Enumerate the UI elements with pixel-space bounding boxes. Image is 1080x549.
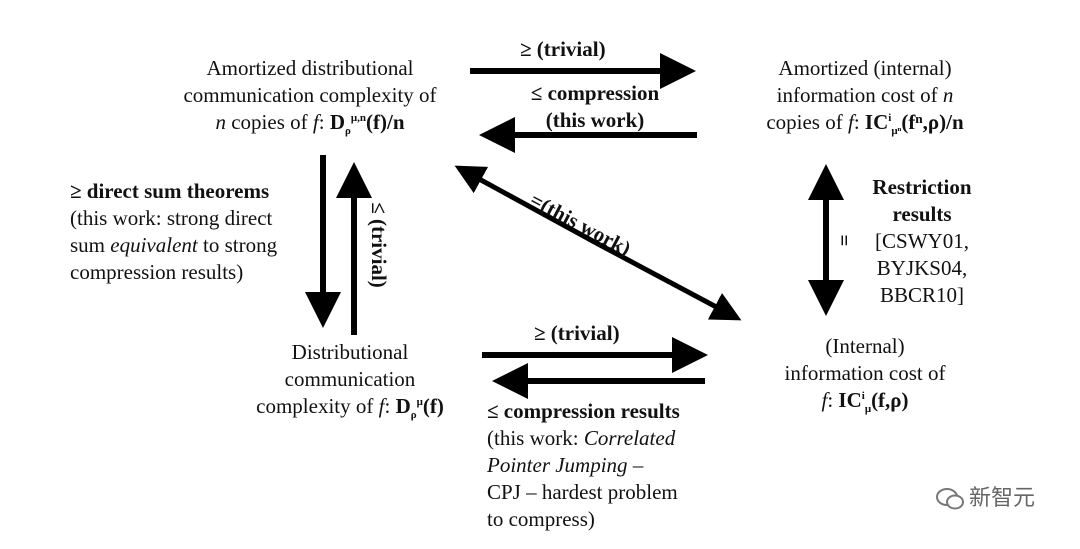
text: :	[853, 110, 865, 134]
label-line: (this work)	[545, 108, 645, 132]
sup-mu: μ	[416, 396, 423, 408]
node-line: f: ICiμ(f,ρ)	[760, 387, 970, 416]
formula: Dρμ(f)	[395, 394, 444, 422]
label-left-trivial: ≤ (trivial)	[367, 202, 391, 288]
wechat-icon	[936, 488, 964, 510]
text-italic: equivalent	[110, 233, 198, 257]
node-line: complexity of f: Dρμ(f)	[230, 393, 470, 422]
arrow-diagonal-down	[598, 242, 742, 321]
var-f: f	[378, 394, 385, 418]
label-line: sum equivalent to strong	[70, 232, 320, 259]
var-f: f	[847, 110, 854, 134]
label-line: to compress)	[487, 507, 595, 531]
text: –	[627, 453, 644, 477]
label-restriction: Restriction results [CSWY01, BYJKS04, BB…	[862, 174, 982, 309]
label-top-trivial: ≥ (trivial)	[520, 37, 606, 61]
formula-tail: (f)/n	[366, 110, 405, 134]
label-line: [CSWY01,	[875, 229, 969, 253]
node-amortized-information: Amortized (internal) information cost of…	[740, 55, 990, 138]
watermark-text: 新智元	[969, 486, 1036, 511]
label-line: (this work: Correlated	[487, 425, 727, 452]
label-bottom-compression: ≤ compression results (this work: Correl…	[487, 398, 727, 533]
symbol-IC: IC	[838, 388, 862, 412]
sup-i: i	[888, 112, 892, 124]
label-line: (this work: strong direct	[70, 206, 273, 230]
text: copies of	[766, 110, 848, 134]
text: :	[384, 394, 396, 418]
node-line: information cost of n	[740, 82, 990, 109]
symbol-D: D	[395, 394, 411, 418]
formula-tail: (fⁿ,ρ)/n	[901, 110, 964, 134]
formula: ICiμ(f,ρ)	[838, 388, 909, 416]
node-line: Amortized (internal)	[778, 56, 952, 80]
formula-tail: (f)	[422, 394, 444, 418]
label-bottom-trivial: ≥ (trivial)	[534, 321, 620, 345]
node-line: communication	[284, 367, 416, 391]
text: to strong	[197, 233, 278, 257]
var-f: f	[821, 388, 828, 412]
var-f: f	[312, 110, 319, 134]
node-line: copies of f: ICiμⁿ(fⁿ,ρ)/n	[740, 109, 990, 138]
node-amortized-distributional: Amortized distributional communication c…	[160, 55, 460, 138]
label-line: BYJKS04,	[876, 256, 968, 280]
node-line: communication complexity of	[183, 83, 437, 107]
node-distributional: Distributional communication complexity …	[230, 339, 470, 422]
text: complexity of	[256, 394, 379, 418]
label-right-equals: =	[832, 234, 857, 247]
text-italic: Pointer Jumping	[487, 453, 628, 477]
label-line: ≥ direct sum theorems	[70, 179, 270, 203]
var-n: n	[215, 110, 226, 134]
label-line: ≤ compression	[530, 81, 660, 105]
sub-rho: ρ	[410, 409, 417, 422]
symbol-IC: IC	[864, 110, 889, 134]
text: information cost of	[776, 83, 943, 107]
text: (this work:	[487, 426, 584, 450]
sup-mu-n: μ,n	[350, 112, 366, 124]
arrow-diagonal-up	[454, 165, 602, 248]
node-line: information cost of	[784, 361, 946, 385]
text: copies of	[225, 110, 313, 134]
sup-i: i	[861, 390, 865, 402]
label-line: Restriction	[872, 175, 972, 199]
label-line: ≤ compression results	[487, 399, 680, 423]
text: sum	[70, 233, 111, 257]
node-internal-information: (Internal) information cost of f: ICiμ(f…	[760, 333, 970, 416]
sub-mu: μ	[864, 403, 872, 416]
text-italic: Correlated	[583, 426, 676, 450]
node-line: Amortized distributional	[206, 56, 414, 80]
formula-tail: (f,ρ)	[871, 388, 909, 412]
sub-rho: ρ	[345, 125, 351, 138]
watermark: 新智元	[935, 480, 1035, 512]
node-line: (Internal)	[825, 334, 905, 358]
label-top-compression: ≤ compression (this work)	[490, 80, 700, 134]
node-line: n copies of f: Dρμ,n(f)/n	[160, 109, 460, 138]
symbol-D: D	[329, 110, 345, 134]
node-line: Distributional	[291, 340, 409, 364]
label-direct-sum: ≥ direct sum theorems (this work: strong…	[70, 178, 320, 286]
var-n: n	[942, 83, 954, 107]
label-line: CPJ – hardest problem	[487, 480, 678, 504]
text: :	[318, 110, 330, 134]
label-line: results	[892, 202, 952, 226]
label-line: Pointer Jumping –	[487, 452, 727, 479]
text: :	[827, 388, 839, 412]
sub-mu-n: μⁿ	[891, 125, 902, 138]
formula: Dρμ,n(f)/n	[329, 110, 405, 138]
label-line: BBCR10]	[879, 283, 965, 307]
label-line: compression results)	[70, 260, 244, 284]
formula: ICiμⁿ(fⁿ,ρ)/n	[864, 110, 964, 138]
